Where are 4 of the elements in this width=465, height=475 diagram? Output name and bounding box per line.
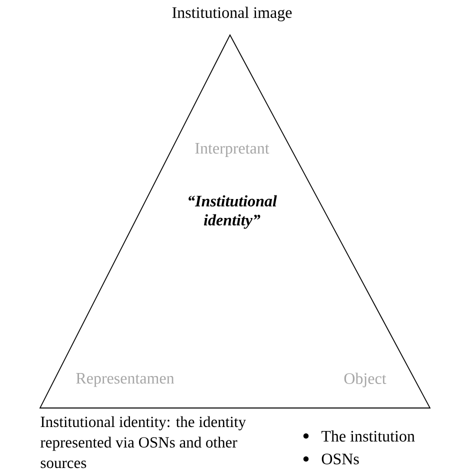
bullet-item: OSNs [303, 454, 359, 464]
bullet-item: The institution [303, 430, 415, 442]
caption-text: Institutional identity: the identity represented via OSNs and other sources [40, 416, 246, 468]
node-label: Institutional image [172, 6, 292, 22]
